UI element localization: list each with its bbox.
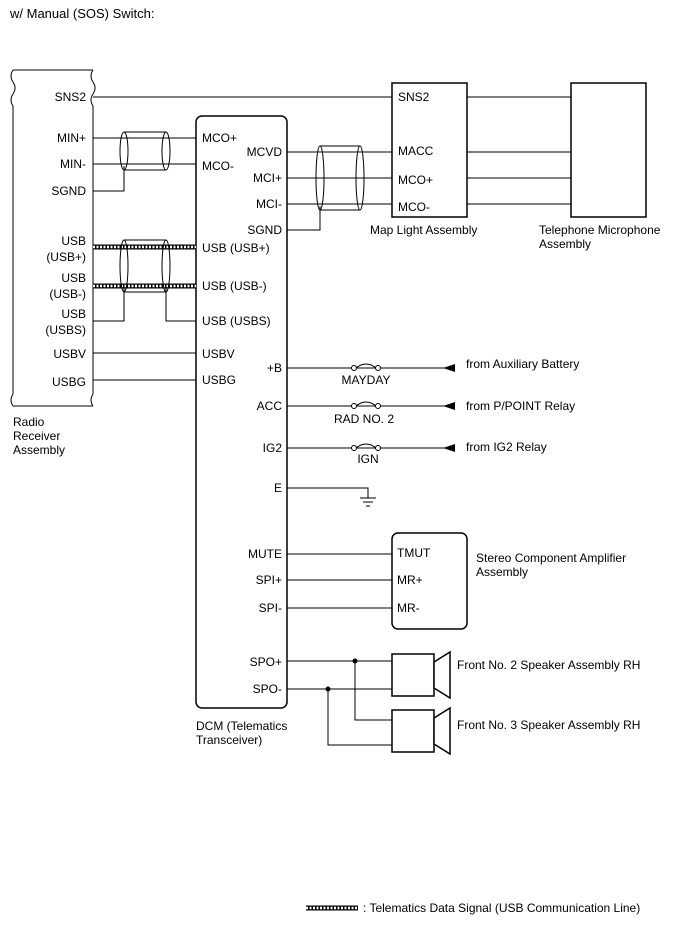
amp-pin-mr-minus: MR- [397,601,420,615]
speaker-no3-icon [391,706,451,756]
radio-pin-sns2: SNS2 [55,90,87,104]
fuse-rad2-label: RAD NO. 2 [334,412,394,426]
dcm-pin-usb-s: USB (USBS) [202,314,271,328]
dcm-pin-usb-minus: USB (USB-) [202,279,267,293]
map-pin-macc: MACC [398,144,434,158]
amplifier-label-line1: Stereo Component Amplifier [476,551,626,565]
radio-pin-usb-minus-2: (USB-) [49,287,86,301]
radio-pin-usbv: USBV [53,347,86,361]
dcm-pin-usbg: USBG [202,373,236,387]
telephone-mic-label-line1: Telephone Microphone [539,223,661,237]
diagram-title: w/ Manual (SOS) Switch: [9,6,155,21]
map-pin-mco-minus: MCO- [398,200,430,214]
speaker-no3-label: Front No. 3 Speaker Assembly RH [457,718,640,732]
dcm-pin-spo-plus: SPO+ [250,655,282,669]
dcm-label-line1: DCM (Telematics [196,719,287,733]
amp-pin-tmut: TMUT [397,546,431,560]
radio-receiver-assembly [10,69,96,407]
dcm-pin-plus-b: +B [267,361,282,375]
radio-pin-usbs-2: (USBS) [45,323,86,337]
map-light-label: Map Light Assembly [370,223,477,237]
fuse-rad2 [351,401,381,409]
arrow-ig2-icon [443,444,455,452]
amp-pin-mr-plus: MR+ [397,573,423,587]
telephone-mic-label-line2: Assembly [539,237,591,251]
radio-pin-usb-plus-2: (USB+) [46,250,86,264]
shield-radio-min [119,131,171,171]
fuse-ign [351,443,381,451]
speaker-no2-label: Front No. 2 Speaker Assembly RH [457,658,640,672]
dcm-pin-mute: MUTE [248,547,282,561]
amplifier-box [391,532,468,630]
radio-label-line2: Receiver [13,429,60,443]
dcm-pin-mco-minus: MCO- [202,159,234,173]
dcm-pin-e: E [274,481,282,495]
fuse-mayday [351,363,381,371]
dcm-pin-mco-plus: MCO+ [202,131,237,145]
radio-pin-min-plus: MIN+ [57,131,86,145]
dcm-pin-mcvd: MCVD [247,145,283,159]
radio-pin-min-minus: MIN- [60,157,86,171]
source-ig2-relay: from IG2 Relay [466,440,547,454]
telephone-mic-box [570,82,647,218]
radio-pin-usb-plus-1: USB [61,234,86,248]
dcm-pin-spi-plus: SPI+ [256,573,282,587]
arrow-aux-battery-icon [443,364,455,372]
fuse-mayday-label: MAYDAY [342,373,391,387]
wires [93,96,571,746]
radio-label-line3: Assembly [13,443,65,457]
radio-pin-usb-minus-1: USB [61,271,86,285]
dcm-pin-mci-plus: MCI+ [253,171,282,185]
radio-pin-usbg: USBG [52,375,86,389]
shield-map-light [315,145,365,211]
source-ppoint: from P/POINT Relay [466,399,575,413]
fuse-ign-label: IGN [357,452,378,466]
shield-radio-usb [119,239,171,293]
amplifier-label-line2: Assembly [476,565,528,579]
dcm-pin-acc: ACC [257,399,283,413]
dcm-pin-mci-minus: MCI- [256,197,282,211]
dcm-pin-ig2: IG2 [263,441,283,455]
speaker-no2-icon [391,650,451,700]
dcm-pin-spi-minus: SPI- [259,601,282,615]
radio-pin-usbs-1: USB [61,307,86,321]
arrow-ppoint-icon [443,402,455,410]
ground-icon [360,497,376,507]
dcm-box [195,115,288,709]
map-pin-mco-plus: MCO+ [398,173,433,187]
radio-label-line1: Radio [13,415,45,429]
dcm-pin-usb-plus: USB (USB+) [202,241,270,255]
dcm-pin-sgnd: SGND [247,223,282,237]
source-aux-battery: from Auxiliary Battery [466,357,579,371]
map-pin-sns2: SNS2 [398,90,430,104]
dcm-pin-usbv: USBV [202,347,235,361]
radio-pin-sgnd: SGND [51,184,86,198]
dcm-pin-spo-minus: SPO- [253,682,282,696]
legend-text: : Telematics Data Signal (USB Communicat… [363,901,640,915]
dcm-label-line2: Transceiver) [196,733,262,747]
map-light-box [391,82,468,218]
